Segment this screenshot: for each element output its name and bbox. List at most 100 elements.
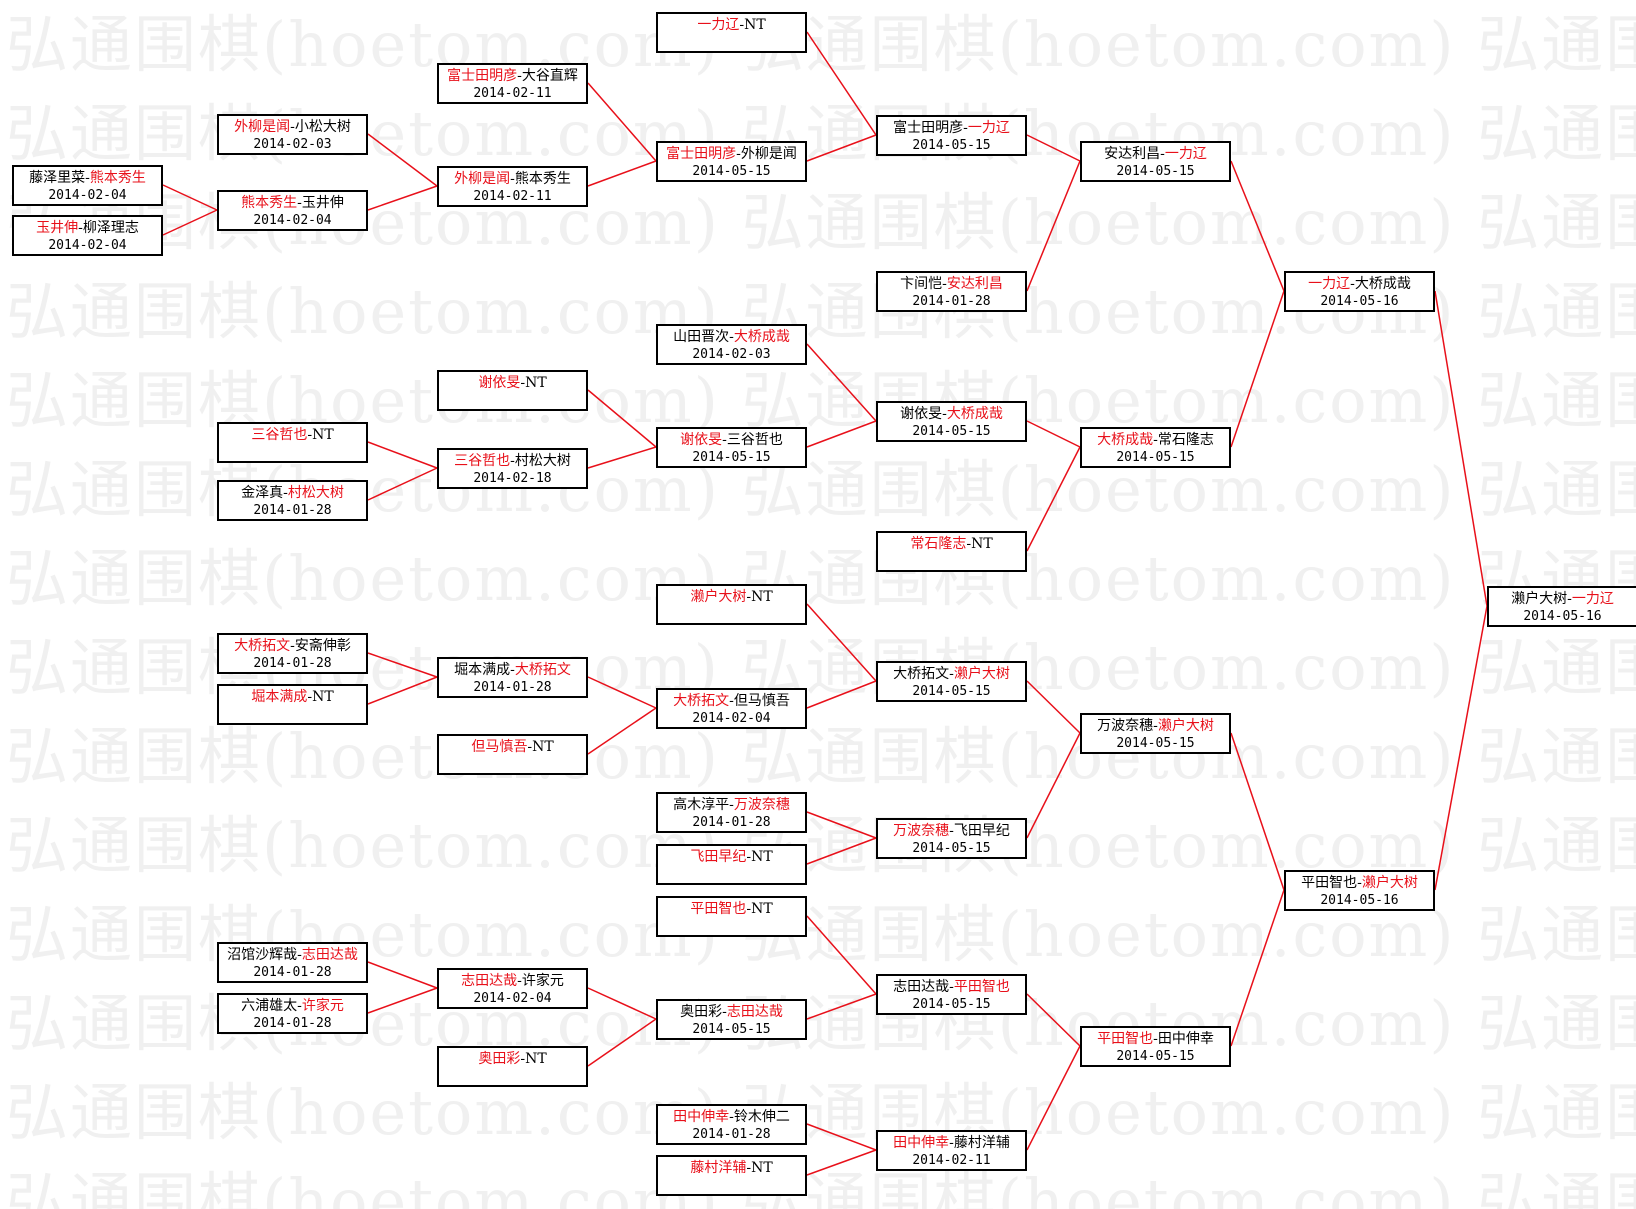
match-players: 外柳是闻-小松大树	[219, 118, 366, 136]
bracket-connector	[1026, 732, 1081, 839]
separator: -	[963, 119, 968, 136]
separator: -	[1160, 145, 1165, 162]
player-1: 常石隆志	[910, 535, 967, 552]
player-1: 谢依旻	[900, 405, 943, 422]
player-2: 一力辽	[967, 119, 1010, 136]
player-1: 大桥拓文	[234, 637, 291, 654]
separator: -	[746, 1159, 752, 1176]
player-1: 但马慎吾	[471, 738, 528, 755]
match-date: 2014-05-16	[1320, 892, 1399, 908]
player-1: 志田达哉	[461, 972, 518, 989]
player-2: 玉井伸	[301, 194, 344, 211]
match-date	[658, 866, 805, 884]
player-1: 飞田早纪	[690, 848, 747, 865]
player-1: 奥田彩	[478, 1050, 521, 1067]
player-2: 安达利昌	[946, 275, 1003, 292]
match-date: 2014-02-11	[473, 188, 552, 204]
player-1: 外柳是闻	[454, 170, 511, 187]
match-date: 2014-05-15	[692, 163, 771, 179]
match-date: 2014-05-15	[1116, 1048, 1195, 1064]
match-date: 2014-05-15	[912, 423, 991, 439]
match-players: 玉井伸-柳泽理志	[14, 219, 161, 237]
match-date: 2014-05-15	[1116, 449, 1195, 465]
player-2: 一力辽	[1164, 145, 1207, 162]
match-date	[219, 444, 366, 462]
player-2: NT	[971, 535, 993, 552]
separator: -	[739, 16, 745, 33]
player-1: 堀本满成	[251, 688, 308, 705]
separator: -	[942, 275, 947, 292]
player-2: 飞田早纪	[953, 822, 1010, 839]
match-players: 三谷哲也-NT	[219, 426, 366, 444]
bracket-connector	[1434, 290, 1488, 607]
player-1: 山田晋次	[673, 328, 730, 345]
player-1: 沼馆沙辉哉	[227, 946, 298, 963]
player-2: 志田达哉	[301, 946, 358, 963]
match-date: 2014-02-11	[912, 1152, 991, 1168]
bracket-connector	[367, 987, 438, 1014]
separator: -	[1153, 1030, 1158, 1047]
match-date	[658, 34, 805, 52]
match-players: 志田达哉-平田智也	[878, 978, 1025, 996]
separator: -	[297, 194, 302, 211]
player-1: 三谷哲也	[251, 426, 308, 443]
bracket-connector	[806, 603, 877, 682]
player-2: NT	[744, 16, 766, 33]
match-players: 濑户大树-NT	[658, 588, 805, 606]
player-2: 许家元	[521, 972, 564, 989]
player-1: 外柳是闻	[234, 118, 291, 135]
bracket-connector	[1026, 134, 1081, 162]
match-date: 2014-05-15	[912, 840, 991, 856]
bracket-connector	[1026, 420, 1081, 448]
match-date	[658, 918, 805, 936]
bracket-connector	[806, 993, 877, 1020]
bracket-connector	[806, 1149, 877, 1176]
match-players: 大桥成哉-常石隆志	[1082, 431, 1229, 449]
separator: -	[729, 796, 734, 813]
player-2: 大谷直辉	[521, 67, 578, 84]
bracket-connector	[806, 343, 877, 422]
player-2: 濑户大树	[953, 665, 1010, 682]
player-2: NT	[525, 1050, 547, 1067]
match-date: 2014-02-04	[48, 237, 127, 253]
match-players: 但马慎吾-NT	[439, 738, 586, 756]
separator: -	[290, 637, 295, 654]
player-1: 六浦雄太	[241, 997, 298, 1014]
separator: -	[1567, 590, 1572, 607]
match-box: 堀本满成-NT	[217, 683, 368, 725]
match-players: 一力辽-大桥成哉	[1286, 275, 1433, 293]
match-date: 2014-01-28	[912, 293, 991, 309]
match-players: 平田智也-濑户大树	[1286, 874, 1433, 892]
player-2: 村松大树	[514, 452, 571, 469]
match-players: 金泽真-村松大树	[219, 484, 366, 502]
bracket-connector	[587, 676, 657, 709]
match-players: 一力辽-NT	[658, 16, 805, 34]
match-players: 堀本满成-大桥拓文	[439, 661, 586, 679]
bracket-connector	[367, 185, 438, 211]
match-date: 2014-05-15	[1116, 163, 1195, 179]
separator: -	[722, 431, 727, 448]
separator: -	[722, 1003, 727, 1020]
match-date: 2014-05-15	[692, 449, 771, 465]
match-players: 大桥拓文-濑户大树	[878, 665, 1025, 683]
match-box: 但马慎吾-NT	[437, 733, 588, 775]
bracket-connector	[1026, 993, 1081, 1047]
player-2: 熊本秀生	[514, 170, 571, 187]
match-date	[878, 553, 1025, 571]
player-1: 濑户大树	[1511, 590, 1568, 607]
player-2: NT	[751, 1159, 773, 1176]
separator: -	[746, 588, 752, 605]
